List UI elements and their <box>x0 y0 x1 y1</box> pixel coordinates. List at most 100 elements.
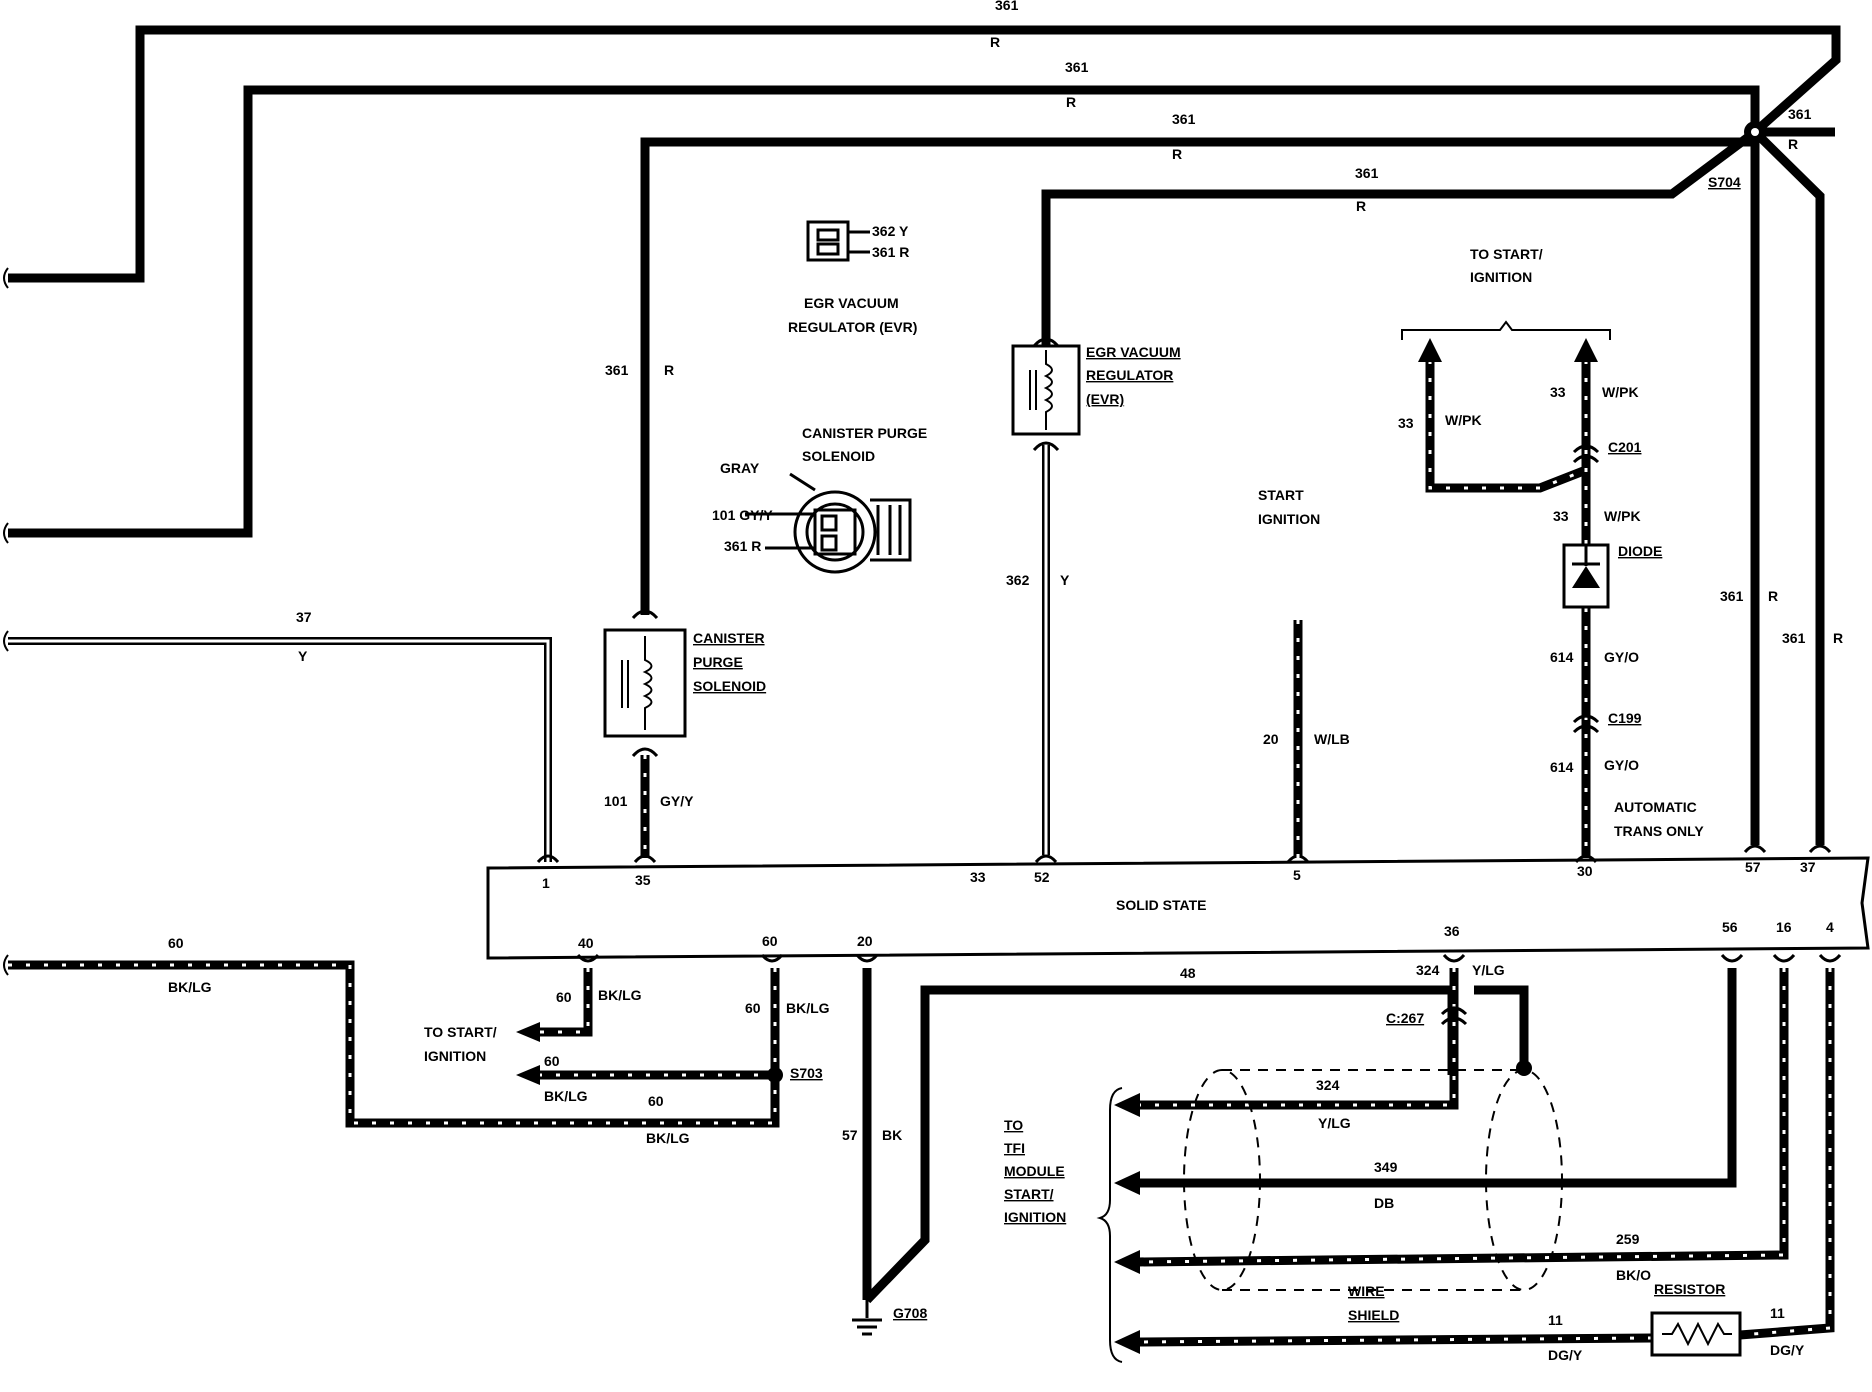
evr-component <box>1011 337 1081 452</box>
label-purge-3: SOLENOID <box>693 678 766 694</box>
diode-symbol <box>1562 543 1610 609</box>
label-11-right: 11 <box>1770 1305 1785 1321</box>
pin-56: 56 <box>1722 919 1738 935</box>
label-tfi-4: START/ <box>1004 1186 1054 1202</box>
label-361-vert-left: 361 <box>605 362 629 378</box>
label-ylg-bot: Y/LG <box>1318 1115 1351 1131</box>
pin-1: 1 <box>542 875 550 891</box>
wire-shield-ovals <box>1183 1069 1563 1291</box>
label-33-right-mid: 33 <box>1553 508 1569 524</box>
connector-c201 <box>1572 444 1600 464</box>
ground-symbol <box>852 1300 882 1336</box>
label-361-right: 361 <box>1788 106 1812 122</box>
label-purge-conn-2: SOLENOID <box>802 448 875 464</box>
label-361-third: 361 <box>1172 111 1196 127</box>
label-c267: C:267 <box>1386 1010 1424 1026</box>
label-57: 57 <box>842 1127 858 1143</box>
canister-purge-solenoid <box>603 609 687 758</box>
splice-s703-dot <box>767 1067 783 1083</box>
label-wlb-20: W/LB <box>1314 731 1350 747</box>
label-start-ign-2: IGNITION <box>1258 511 1320 527</box>
label-349: 349 <box>1374 1159 1398 1175</box>
label-r-vert-37: R <box>1833 630 1843 646</box>
label-20: 20 <box>1263 731 1279 747</box>
label-tfi-3: MODULE <box>1004 1163 1065 1179</box>
wire-259-bko <box>1137 968 1789 1267</box>
label-361-fourth: 361 <box>1355 165 1379 181</box>
label-purge-conn-1: CANISTER PURGE <box>802 425 927 441</box>
wire-361-bundle <box>8 25 1841 850</box>
label-362: 362 <box>1006 572 1030 588</box>
label-bklg-left: BK/LG <box>168 979 212 995</box>
label-tfi-5: IGNITION <box>1004 1209 1066 1225</box>
arrow-up-left <box>1418 338 1442 362</box>
label-60-c: 60 <box>544 1053 560 1069</box>
evr-connector-drawing <box>806 220 870 262</box>
label-bklg-b: BK/LG <box>786 1000 830 1016</box>
label-evr-conn-1: EGR VACUUM <box>804 295 899 311</box>
label-gyo-bot: GY/O <box>1604 757 1639 773</box>
label-361-vert-37: 361 <box>1782 630 1806 646</box>
arrow-left-349 <box>1114 1171 1140 1195</box>
label-60-a: 60 <box>556 989 572 1005</box>
splice-s704-dot <box>1744 121 1766 143</box>
label-60-left: 60 <box>168 935 184 951</box>
wire-324-ylg <box>1138 968 1532 1110</box>
arrow-left-11 <box>1114 1330 1140 1354</box>
arrow-left-60b <box>516 1065 540 1085</box>
label-361-vert-57: 361 <box>1720 588 1744 604</box>
connector-c199 <box>1572 714 1600 734</box>
pin-20: 20 <box>857 933 873 949</box>
label-60-b: 60 <box>745 1000 761 1016</box>
label-to-start-left-2: IGNITION <box>424 1048 486 1064</box>
brace-to-start <box>1401 320 1611 340</box>
label-11-left: 11 <box>1548 1312 1563 1328</box>
label-start-ign-1: START <box>1258 487 1304 503</box>
pin-57: 57 <box>1745 859 1761 875</box>
label-wire-shield-2: SHIELD <box>1348 1307 1399 1323</box>
label-purge-gray: GRAY <box>720 460 760 476</box>
module-name: SOLID STATE <box>1116 897 1206 913</box>
label-614-top: 614 <box>1550 649 1574 665</box>
label-s703: S703 <box>790 1065 823 1081</box>
label-614-bot: 614 <box>1550 759 1574 775</box>
pin-5: 5 <box>1293 867 1301 883</box>
label-to-start-top-2: IGNITION <box>1470 269 1532 285</box>
label-ylg-top: Y/LG <box>1472 962 1505 978</box>
label-evr-1: EGR VACUUM <box>1086 344 1181 360</box>
connector-c267 <box>1440 1006 1468 1026</box>
label-60-d: 60 <box>648 1093 664 1109</box>
label-bklg-a: BK/LG <box>598 987 642 1003</box>
label-evr-conn-361: 361 R <box>872 244 909 260</box>
label-bko: BK/O <box>1616 1267 1651 1283</box>
label-evr-conn-362: 362 Y <box>872 223 909 239</box>
label-33-right-top: 33 <box>1550 384 1566 400</box>
label-r-vert-left: R <box>664 362 674 378</box>
pin-40: 40 <box>578 935 594 951</box>
pin-52: 52 <box>1034 869 1050 885</box>
label-purge-2: PURGE <box>693 654 743 670</box>
label-evr-3: (EVR) <box>1086 391 1124 407</box>
purge-connector-drawing <box>745 472 912 574</box>
pin-37: 37 <box>1800 859 1816 875</box>
label-33-left: 33 <box>1398 415 1414 431</box>
brace-tfi <box>1096 1087 1123 1363</box>
wire-349-db <box>1138 968 1737 1188</box>
wire-60-bklg <box>8 960 780 1128</box>
wire-11-dgy <box>1137 968 1835 1347</box>
label-r-fourth: R <box>1356 198 1366 214</box>
pin-30: 30 <box>1577 863 1593 879</box>
label-259: 259 <box>1616 1231 1640 1247</box>
label-324-top: 324 <box>1416 962 1440 978</box>
label-gyo-top: GY/O <box>1604 649 1639 665</box>
label-wire-shield-1: WIRE <box>1348 1283 1385 1299</box>
label-to-start-top-1: TO START/ <box>1470 246 1543 262</box>
module-pin-stubs <box>536 844 1842 963</box>
pin-33: 33 <box>970 869 986 885</box>
wire-37-y <box>8 637 552 862</box>
wire-57-bk <box>862 968 1457 1304</box>
wire-break-marks <box>3 267 9 976</box>
arrow-left-259 <box>1114 1250 1140 1274</box>
label-tfi-1: TO <box>1004 1117 1023 1133</box>
label-purge-101: 101 GY/Y <box>712 507 773 523</box>
